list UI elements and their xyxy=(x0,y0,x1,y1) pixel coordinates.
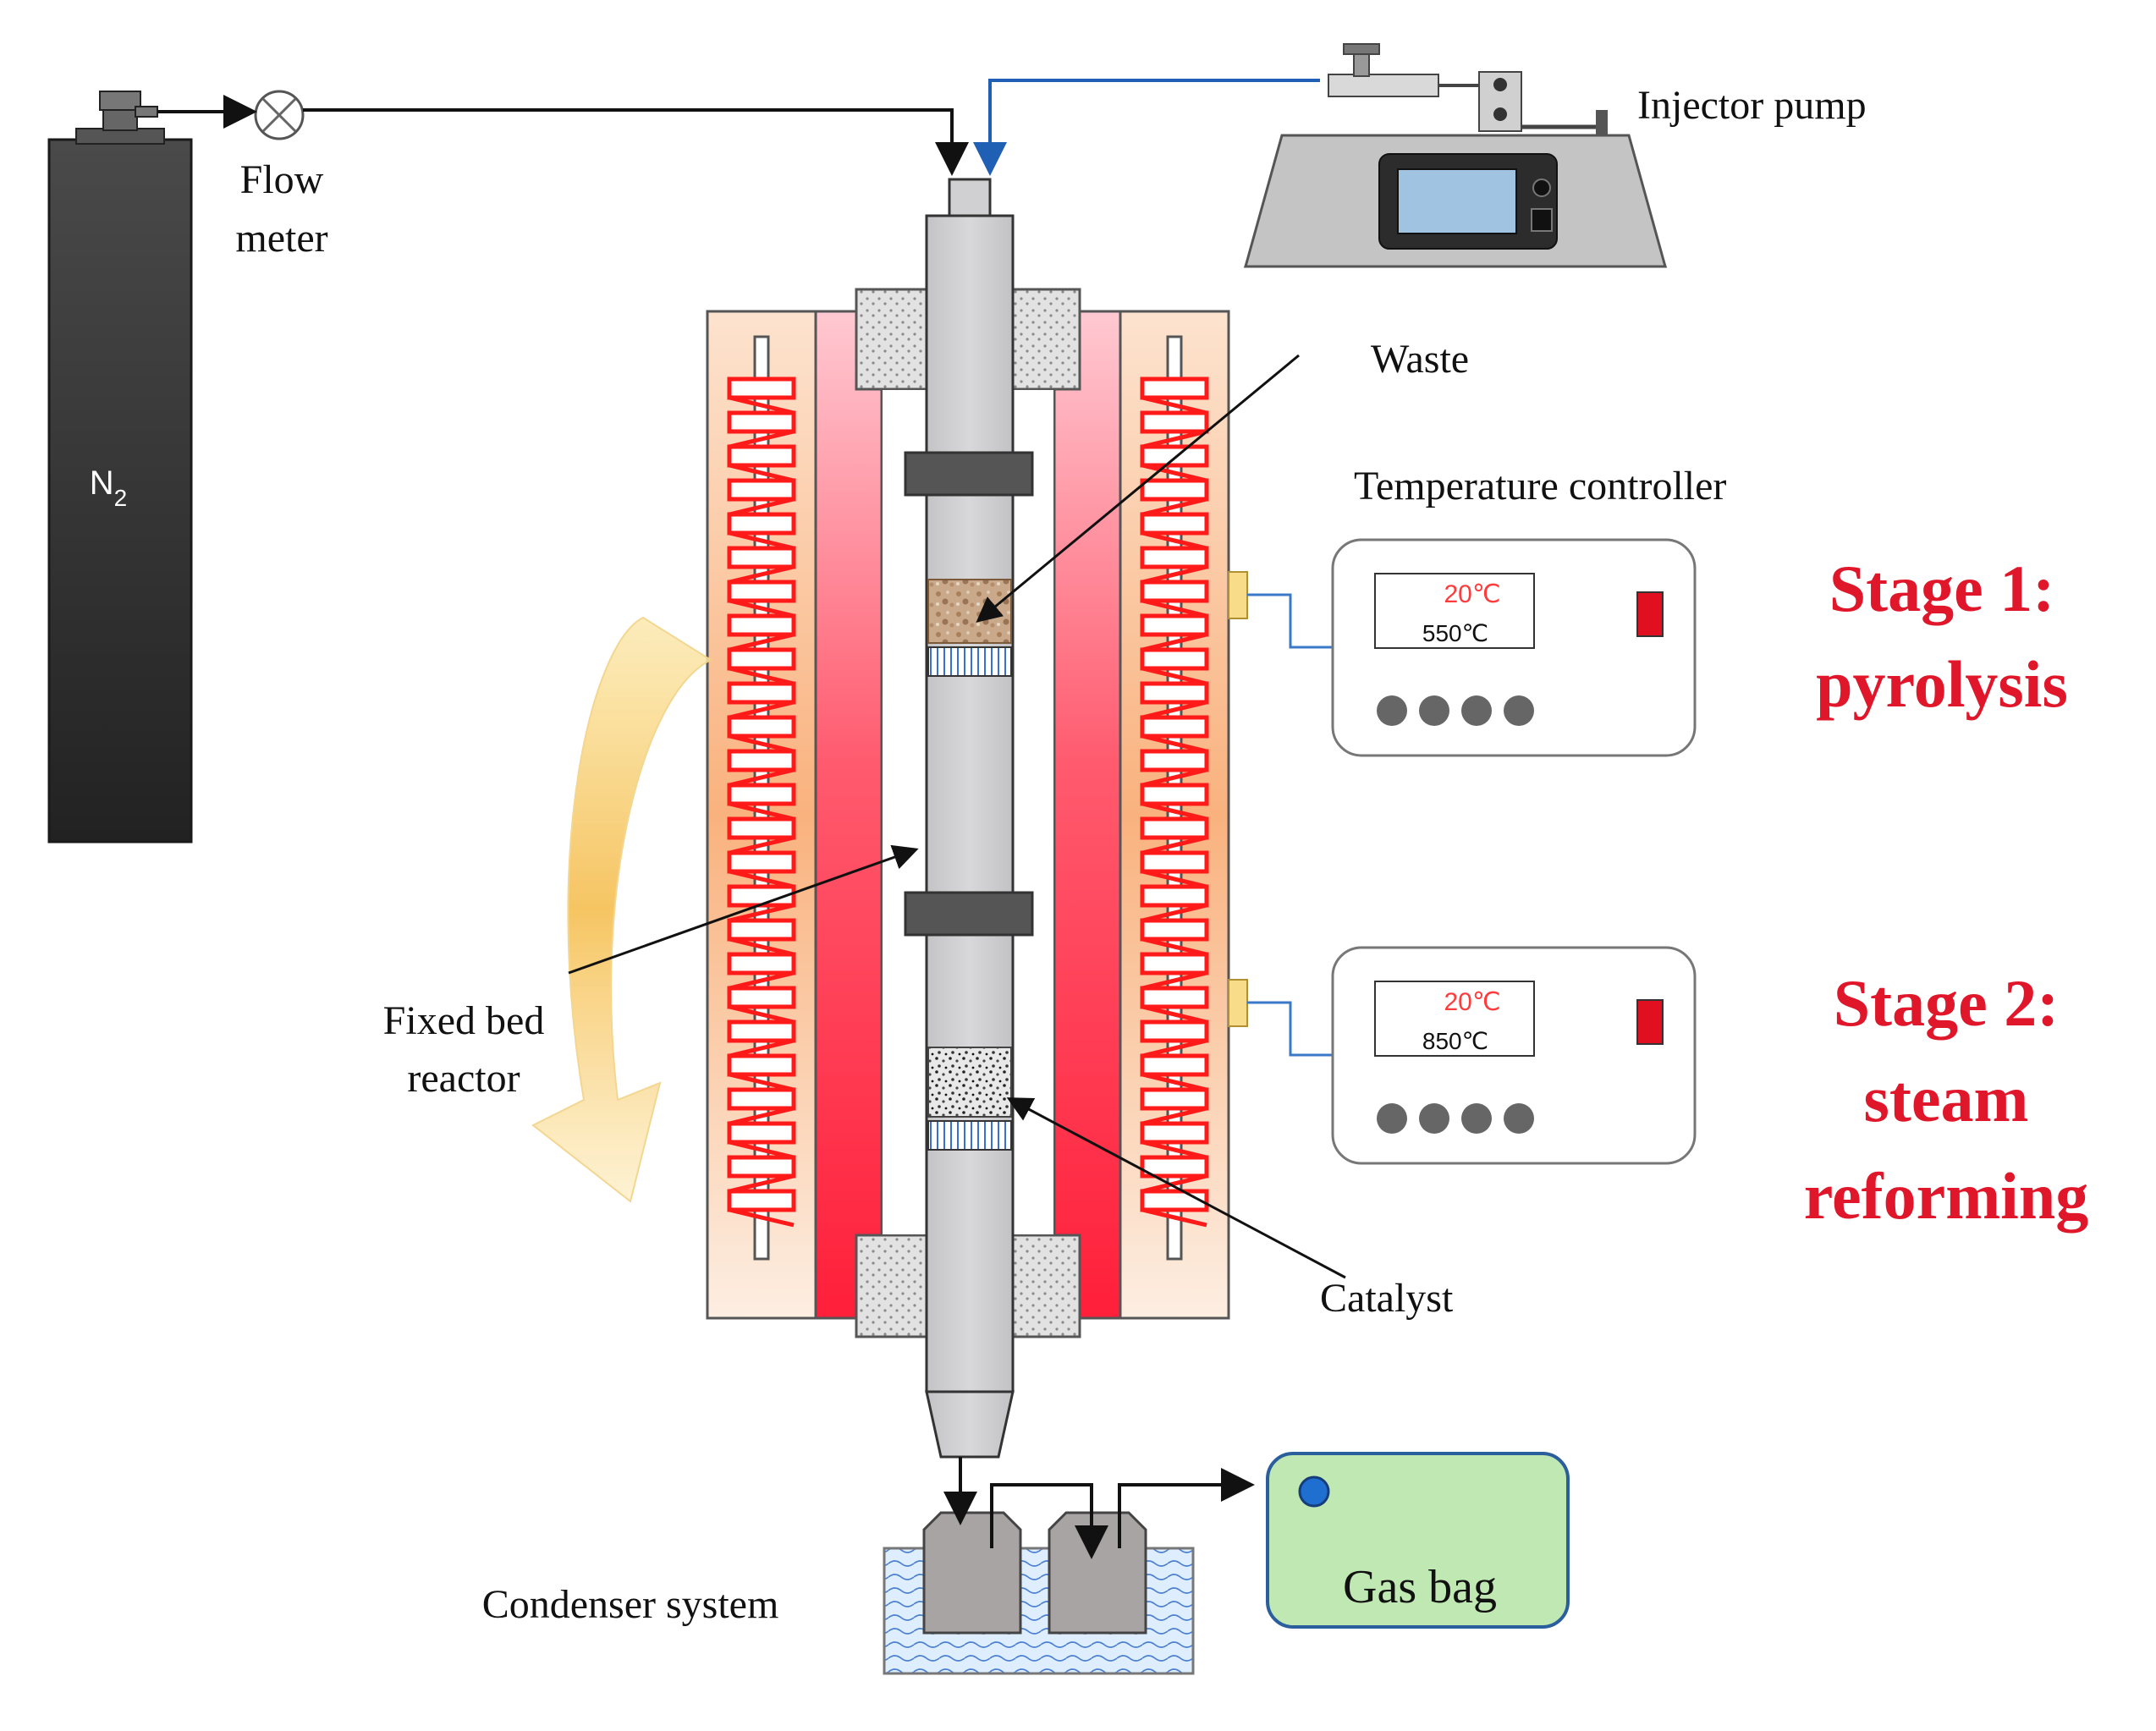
waste-bed xyxy=(927,579,1012,644)
flow-meter-label-line2: meter xyxy=(235,216,327,261)
heater-coil-turn xyxy=(1140,681,1209,705)
heater-coil-turn xyxy=(727,410,796,434)
upper-mesh-support xyxy=(927,646,1012,677)
n2-gas-line xyxy=(157,95,969,176)
controller-1-reading: 550℃ xyxy=(1422,620,1488,646)
n2-symbol: N2 xyxy=(90,464,127,511)
heater-coil-turn xyxy=(1140,376,1209,400)
condenser-bottle-2 xyxy=(1048,1511,1147,1635)
heater-coil-turn xyxy=(1140,952,1209,975)
heater-coil-turn xyxy=(1140,1189,1209,1212)
pointer-lines xyxy=(568,354,1346,1279)
stage-2-name-line2: reforming xyxy=(1804,1159,2088,1233)
heater-coil-right xyxy=(1140,335,1209,1261)
controller-2-indicator xyxy=(1636,999,1664,1045)
heater-coil-turn xyxy=(1140,546,1209,569)
heater-coil-turn xyxy=(727,546,796,569)
heater-coil-turn xyxy=(1140,478,1209,502)
heater-coil-turn xyxy=(1140,850,1209,874)
heater-coil-turn xyxy=(1140,647,1209,671)
controller-1-display xyxy=(1374,573,1535,649)
heater-coil-turn xyxy=(1140,884,1209,908)
injector-pump-label: Injector pump xyxy=(1637,83,1867,128)
heater-coil-turn xyxy=(727,681,796,705)
gas-bag-label: Gas bag xyxy=(1343,1561,1497,1613)
heater-coil-turn xyxy=(727,512,796,536)
stage-1-title: Stage 1: xyxy=(1829,552,2054,625)
condenser-bottle-1 xyxy=(922,1511,1022,1635)
controller-2-display xyxy=(1374,981,1535,1057)
heater-coil-turn xyxy=(1140,613,1209,637)
steam-feed-line xyxy=(973,79,1320,176)
heater-coil-turn xyxy=(727,1019,796,1043)
controller-1-indicator xyxy=(1636,591,1664,637)
heater-coil-turn xyxy=(1140,783,1209,806)
temperature-controller-label: Temperature controller xyxy=(1354,464,1726,508)
heater-coil-turn xyxy=(727,1087,796,1111)
flow-direction-arrow xyxy=(531,616,713,1203)
condenser-lines xyxy=(943,1457,1255,1559)
injector-pump xyxy=(1243,43,1668,268)
stage-2-title: Stage 2: xyxy=(1834,966,2059,1040)
heater-coil-turn xyxy=(727,444,796,468)
heater-coil-turn xyxy=(1140,1155,1209,1179)
fixed-bed-reactor-label-line2: reactor xyxy=(407,1056,520,1101)
heater-coil-turn xyxy=(727,613,796,637)
heater-coil-turn xyxy=(1140,1121,1209,1145)
temperature-controller-2: 20℃ 850℃ xyxy=(1228,946,1697,1165)
gas-bag: Gas bag xyxy=(1266,1452,1570,1629)
heater-coil-turn xyxy=(1140,1087,1209,1111)
condenser-system-label: Condenser system xyxy=(482,1582,779,1627)
heater-coil-turn xyxy=(727,376,796,400)
controller-2-reading: 850℃ xyxy=(1422,1028,1488,1054)
stage-1-name: pyrolysis xyxy=(1816,647,2068,721)
fixed-bed-reactor xyxy=(904,178,1034,1459)
heater-coil-turn xyxy=(727,850,796,874)
catalyst-label: Catalyst xyxy=(1320,1276,1454,1321)
heater-coil-turn xyxy=(1140,444,1209,468)
heater-coil-turn xyxy=(727,1053,796,1077)
heater-coil-turn xyxy=(727,816,796,840)
heater-coil-turn xyxy=(727,1155,796,1179)
heater-coil-turn xyxy=(1140,816,1209,840)
heater-coil-turn xyxy=(1140,749,1209,772)
temperature-controller-1: 20℃ 550℃ xyxy=(1228,538,1697,757)
fixed-bed-reactor-label-line1: Fixed bed xyxy=(383,998,545,1043)
controller-2-setpoint: 20℃ xyxy=(1444,988,1500,1016)
lower-mesh-support xyxy=(927,1120,1012,1151)
heater-coil-turn xyxy=(727,1189,796,1212)
heater-coil-turn xyxy=(727,1121,796,1145)
heater-coil-turn xyxy=(1140,1053,1209,1077)
heater-coil-turn xyxy=(727,715,796,739)
n2-cylinder: N2 xyxy=(47,91,193,844)
heater-coil-turn xyxy=(727,952,796,975)
heater-coil-left xyxy=(727,335,796,1261)
stage-2-name-line1: steam xyxy=(1864,1062,2029,1135)
heater-coil-turn xyxy=(1140,1019,1209,1043)
heater-coil-turn xyxy=(727,918,796,942)
heater-coil-turn xyxy=(727,749,796,772)
heater-coil-turn xyxy=(1140,512,1209,536)
gas-bag-valve xyxy=(1298,1475,1330,1508)
heater-coil-turn xyxy=(1140,986,1209,1009)
heater-coil-turn xyxy=(727,783,796,806)
furnace xyxy=(706,288,1230,1338)
condenser-system xyxy=(883,1511,1195,1675)
heater-coil-turn xyxy=(1140,715,1209,739)
controller-1-setpoint: 20℃ xyxy=(1444,580,1500,608)
flow-meter xyxy=(254,90,305,140)
heater-coil-turn xyxy=(727,478,796,502)
catalyst-bed xyxy=(927,1047,1012,1118)
heater-coil-turn xyxy=(1140,918,1209,942)
flow-meter-label-line1: Flow xyxy=(240,157,324,202)
waste-label: Waste xyxy=(1371,337,1469,382)
heater-coil-turn xyxy=(727,580,796,603)
heater-coil-turn xyxy=(1140,410,1209,434)
heater-coil-turn xyxy=(727,986,796,1009)
heater-coil-turn xyxy=(1140,580,1209,603)
heater-coil-turn xyxy=(727,647,796,671)
